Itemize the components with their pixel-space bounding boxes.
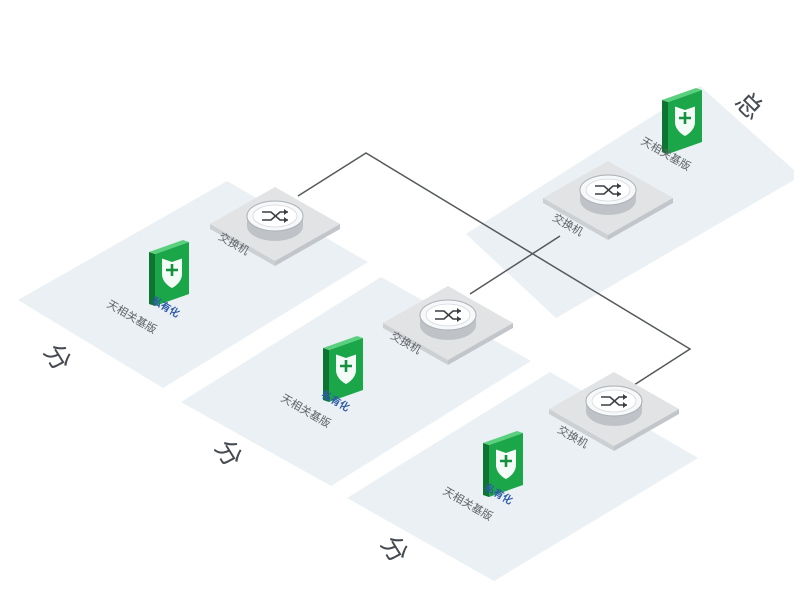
switch-router-icon xyxy=(419,299,477,341)
switch-router-icon xyxy=(585,385,643,427)
link-branch2-hq xyxy=(469,235,561,295)
green-shield-appliance-icon xyxy=(660,86,704,156)
region-label-branch_2: 分 xyxy=(208,435,247,473)
link-layer xyxy=(297,152,692,386)
region-label-branch_3: 分 xyxy=(374,531,413,569)
switch-router-icon xyxy=(579,174,637,216)
link-branch1-branch3 xyxy=(297,152,692,386)
switch-router-icon xyxy=(246,200,304,242)
region-label-branch_1: 分 xyxy=(37,339,76,377)
